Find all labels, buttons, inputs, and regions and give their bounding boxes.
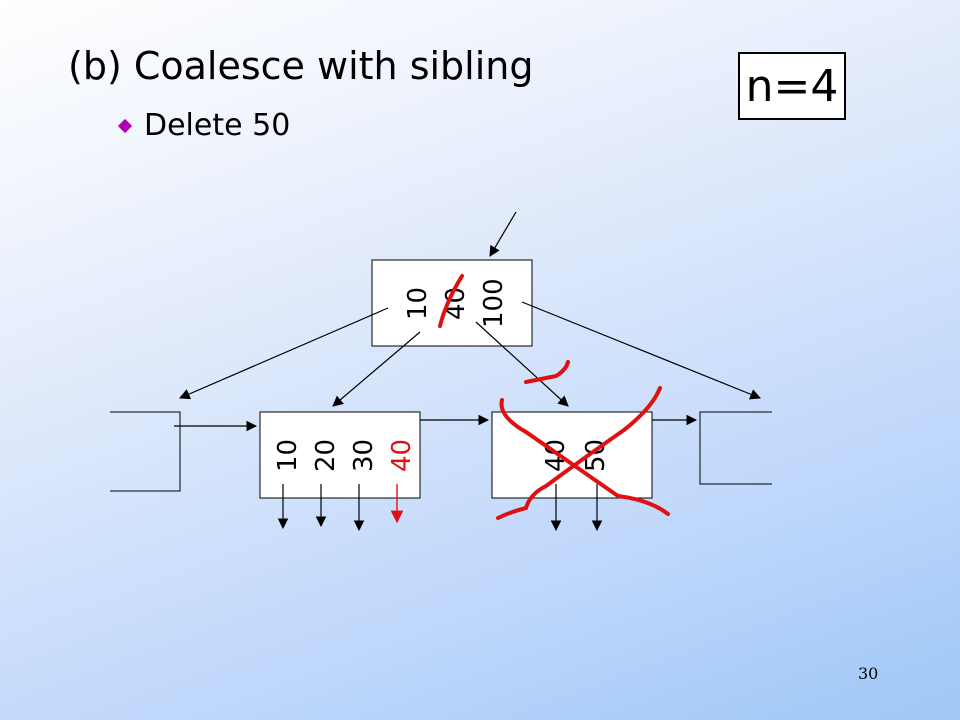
bullet-text: Delete 50 xyxy=(144,108,291,143)
root-pointer-2 xyxy=(475,321,569,407)
root-key-1: 10 xyxy=(403,287,433,320)
left-leaf-key-4: 40 xyxy=(387,439,417,472)
root-pointer-1 xyxy=(332,331,421,407)
root-pointer-0 xyxy=(179,307,389,400)
left-leaf-key-2: 20 xyxy=(311,439,341,472)
order-label: n=4 xyxy=(745,60,839,112)
root-key-3: 100 xyxy=(479,278,509,328)
far-left-leaf-node xyxy=(110,411,181,492)
bullet-item: Delete 50 xyxy=(116,108,290,143)
slide-title: (b) Coalesce with sibling xyxy=(68,44,534,88)
root-pointer-3 xyxy=(521,301,762,400)
left-leaf-key-3: 30 xyxy=(349,439,379,472)
pointer-strike-mark xyxy=(524,360,570,384)
root-node xyxy=(371,259,533,347)
leaf-cross-mark-2 xyxy=(496,386,662,520)
order-label-box: n=4 xyxy=(738,52,846,120)
far-right-leaf-node xyxy=(699,411,772,485)
left-leaf-key-1: 10 xyxy=(273,439,303,472)
left-leaf-node xyxy=(259,411,421,499)
root-key-strike-mark xyxy=(438,274,464,328)
page-number: 30 xyxy=(858,664,879,683)
root-incoming-pointer xyxy=(489,211,517,257)
